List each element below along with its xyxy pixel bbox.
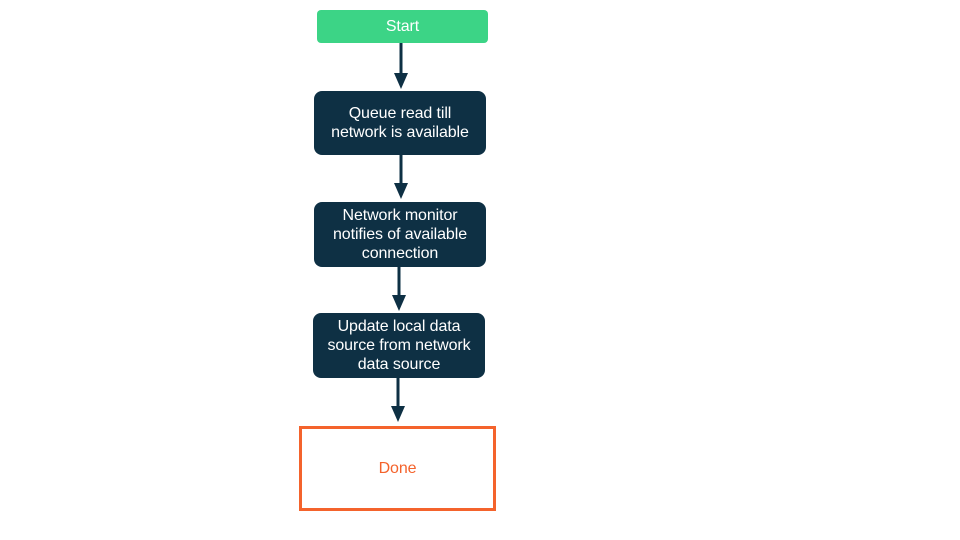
node-queue-read-label: Queue read till network is available: [331, 105, 469, 141]
edge-update-local-to-done: [389, 378, 407, 426]
node-update-local[interactable]: Update local data source from network da…: [313, 313, 485, 378]
node-done[interactable]: Done: [299, 426, 496, 511]
edge-queue-read-to-network-monitor: [392, 155, 410, 203]
node-network-monitor-label: Network monitor notifies of available co…: [333, 207, 467, 262]
edge-network-monitor-to-update-local: [390, 267, 408, 315]
node-queue-read[interactable]: Queue read till network is available: [314, 91, 486, 155]
edge-start-to-queue-read: [392, 43, 410, 91]
node-start[interactable]: Start: [317, 10, 488, 43]
node-done-label: Done: [378, 460, 417, 477]
node-network-monitor[interactable]: Network monitor notifies of available co…: [314, 202, 486, 267]
node-update-local-label: Update local data source from network da…: [327, 318, 471, 373]
node-start-label: Start: [385, 18, 420, 35]
